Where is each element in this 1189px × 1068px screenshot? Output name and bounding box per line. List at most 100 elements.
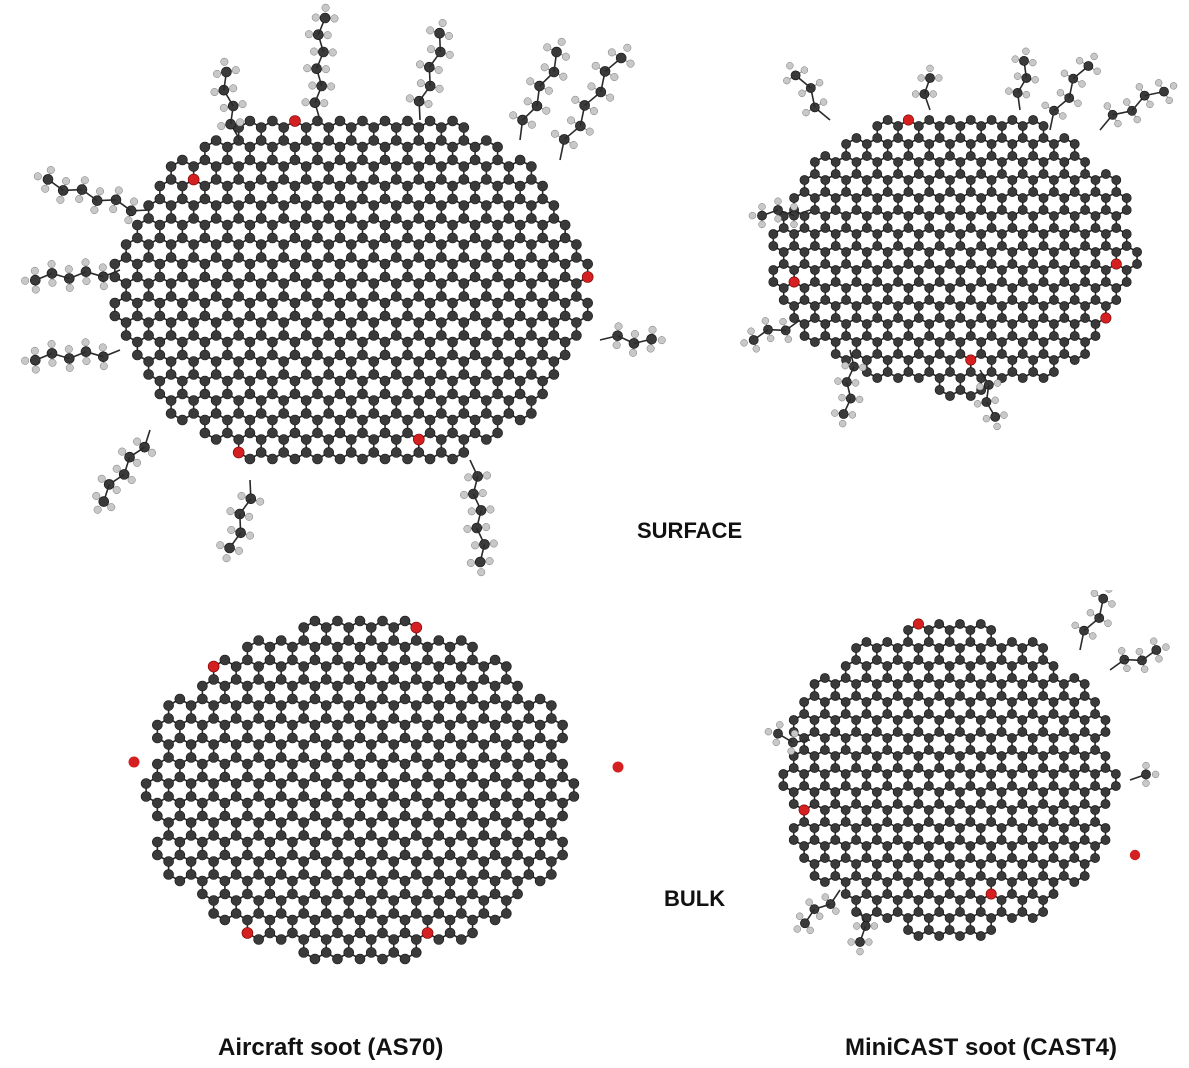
- carbon-atom: [965, 637, 976, 647]
- carbon-atom: [893, 169, 903, 179]
- carbon-atom: [492, 141, 503, 153]
- carbon-atom: [903, 151, 914, 161]
- carbon-atom: [219, 836, 231, 848]
- carbon-atom: [174, 758, 186, 770]
- carbon-atom: [512, 888, 523, 900]
- carbon-atom: [174, 732, 186, 744]
- carbon-atom: [469, 310, 481, 322]
- hydrogen-atom: [815, 79, 824, 87]
- carbon-atom: [1038, 265, 1049, 275]
- carbon-atom: [320, 622, 332, 633]
- carbon-atom: [152, 810, 163, 822]
- carbon-atom: [424, 349, 436, 361]
- carbon-atom: [255, 447, 267, 458]
- hydrogen-atom: [935, 74, 943, 82]
- carbon-atom: [289, 349, 301, 361]
- carbon-atom: [312, 453, 323, 465]
- carbon-atom: [955, 691, 965, 701]
- carbon-atom: [255, 395, 267, 406]
- carbon-atom: [320, 752, 332, 763]
- carbon-atom: [546, 778, 557, 789]
- carbon-atom: [571, 291, 582, 302]
- oxygen-atom: [902, 114, 914, 126]
- carbon-atom: [379, 310, 391, 322]
- carbon-atom: [242, 888, 253, 900]
- carbon-atom: [955, 193, 966, 203]
- carbon-atom: [332, 849, 343, 861]
- carbon-atom: [861, 295, 872, 305]
- carbon-atom: [934, 337, 945, 347]
- carbon-atom: [289, 388, 301, 400]
- carbon-atom: [242, 719, 253, 731]
- carbon-atom: [571, 278, 582, 289]
- carbon-atom: [379, 414, 391, 426]
- carbon-atom: [976, 277, 987, 287]
- carbon-atom: [379, 271, 391, 283]
- carbon-atom: [309, 888, 321, 900]
- carbon-atom: [132, 258, 143, 270]
- carbon-atom: [199, 310, 211, 322]
- carbon-atom: [354, 771, 366, 783]
- carbon-atom: [548, 252, 560, 263]
- carbon-atom: [402, 336, 413, 348]
- carbon-atom: [965, 187, 976, 197]
- hydrogen-atom: [993, 379, 1002, 387]
- hydrogen-atom: [227, 525, 236, 534]
- hydrogen-atom: [561, 52, 570, 61]
- carbon-atom: [1090, 187, 1101, 197]
- carbon-atom: [871, 679, 882, 689]
- carbon-atom: [388, 778, 400, 789]
- carbon-atom: [278, 317, 290, 328]
- carbon-atom: [559, 219, 571, 231]
- carbon-atom: [132, 310, 143, 322]
- carbon-atom: [965, 151, 976, 161]
- carbon-atom: [893, 349, 903, 359]
- carbon-atom: [882, 661, 893, 671]
- carbon-atom: [424, 414, 436, 426]
- carbon-atom: [913, 241, 924, 251]
- carbon-atom: [177, 154, 188, 166]
- oxygen-atom: [612, 761, 624, 773]
- carbon-atom: [489, 654, 501, 666]
- carbon-atom: [481, 135, 492, 146]
- carbon-atom: [1007, 115, 1018, 125]
- carbon-atom: [1059, 349, 1070, 359]
- hydrogen-atom: [90, 206, 99, 214]
- carbon-atom: [230, 778, 242, 789]
- carbon-atom: [278, 447, 290, 458]
- carbon-atom: [458, 434, 470, 445]
- carbon-atom: [861, 211, 872, 221]
- carbon-atom: [924, 259, 935, 269]
- carbon-atom: [354, 680, 366, 692]
- carbon-atom: [903, 625, 913, 635]
- carbon-atom: [323, 447, 335, 458]
- carbon-atom: [444, 680, 456, 692]
- carbon-atom: [233, 278, 244, 289]
- carbon-atom: [1090, 175, 1101, 185]
- carbon-atom: [323, 369, 335, 380]
- hydrogen-atom: [544, 86, 553, 95]
- carbon-atom: [264, 875, 276, 887]
- carbon-atom: [433, 856, 445, 867]
- carbon-atom: [177, 258, 188, 270]
- carbon-atom: [965, 247, 976, 257]
- hydrogen-atom: [819, 98, 828, 106]
- hydrogen-atom: [798, 89, 806, 97]
- carbon-atom: [1007, 637, 1017, 647]
- carbon-atom: [298, 934, 310, 945]
- carbon-atom: [501, 674, 512, 685]
- carbon-atom: [872, 193, 883, 203]
- carbon-atom: [410, 817, 422, 828]
- carbon-atom: [410, 713, 422, 724]
- carbon-atom: [467, 836, 478, 848]
- carbon-atom: [152, 719, 163, 731]
- carbon-atom: [312, 232, 323, 244]
- carbon-atom: [357, 297, 368, 309]
- carbon-atom: [810, 169, 820, 179]
- hydrogen-atom: [424, 100, 433, 109]
- carbon-atom: [143, 317, 154, 328]
- carbon-atom: [368, 434, 380, 445]
- carbon-atom: [851, 349, 862, 359]
- carbon-atom: [255, 135, 267, 146]
- carbon-atom: [934, 169, 945, 179]
